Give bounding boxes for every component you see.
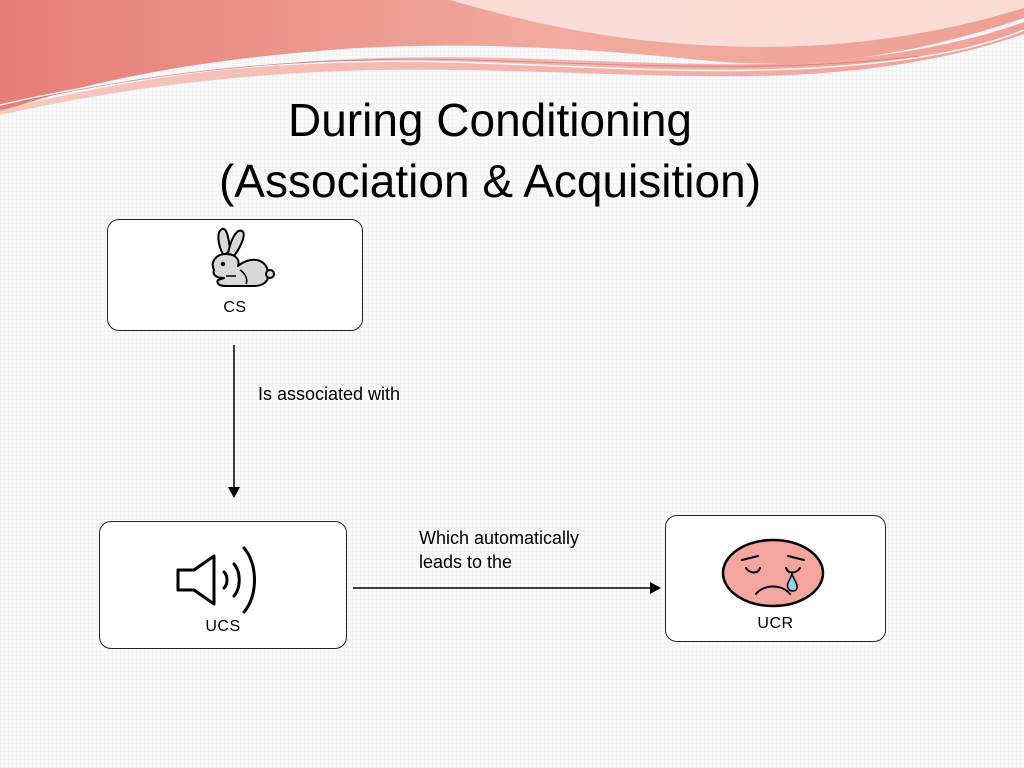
title-line-1: During Conditioning [287, 94, 693, 146]
slide-title: During Conditioning (Association & Acqui… [100, 90, 880, 212]
edge-label-leads-to-line-2: leads to the [419, 552, 513, 572]
title-line-2: (Association & Acquisition) [218, 155, 762, 207]
edge-label-leads-to: Which automatically leads to the [419, 526, 579, 574]
cs-node: CS [107, 219, 363, 331]
ucr-label: UCR [757, 615, 794, 632]
ucr-node: UCR [665, 515, 886, 642]
speaker-icon [176, 546, 256, 614]
edge-label-associated: Is associated with [258, 384, 401, 404]
cs-label: CS [223, 299, 247, 316]
crying-face-icon [721, 538, 825, 608]
decorative-swoosh-header [0, 0, 1024, 115]
ucs-label: UCS [205, 618, 241, 635]
rabbit-icon [211, 227, 275, 287]
edge-label-leads-to-line-1: Which automatically [419, 528, 580, 548]
ucs-node: UCS [99, 521, 347, 649]
